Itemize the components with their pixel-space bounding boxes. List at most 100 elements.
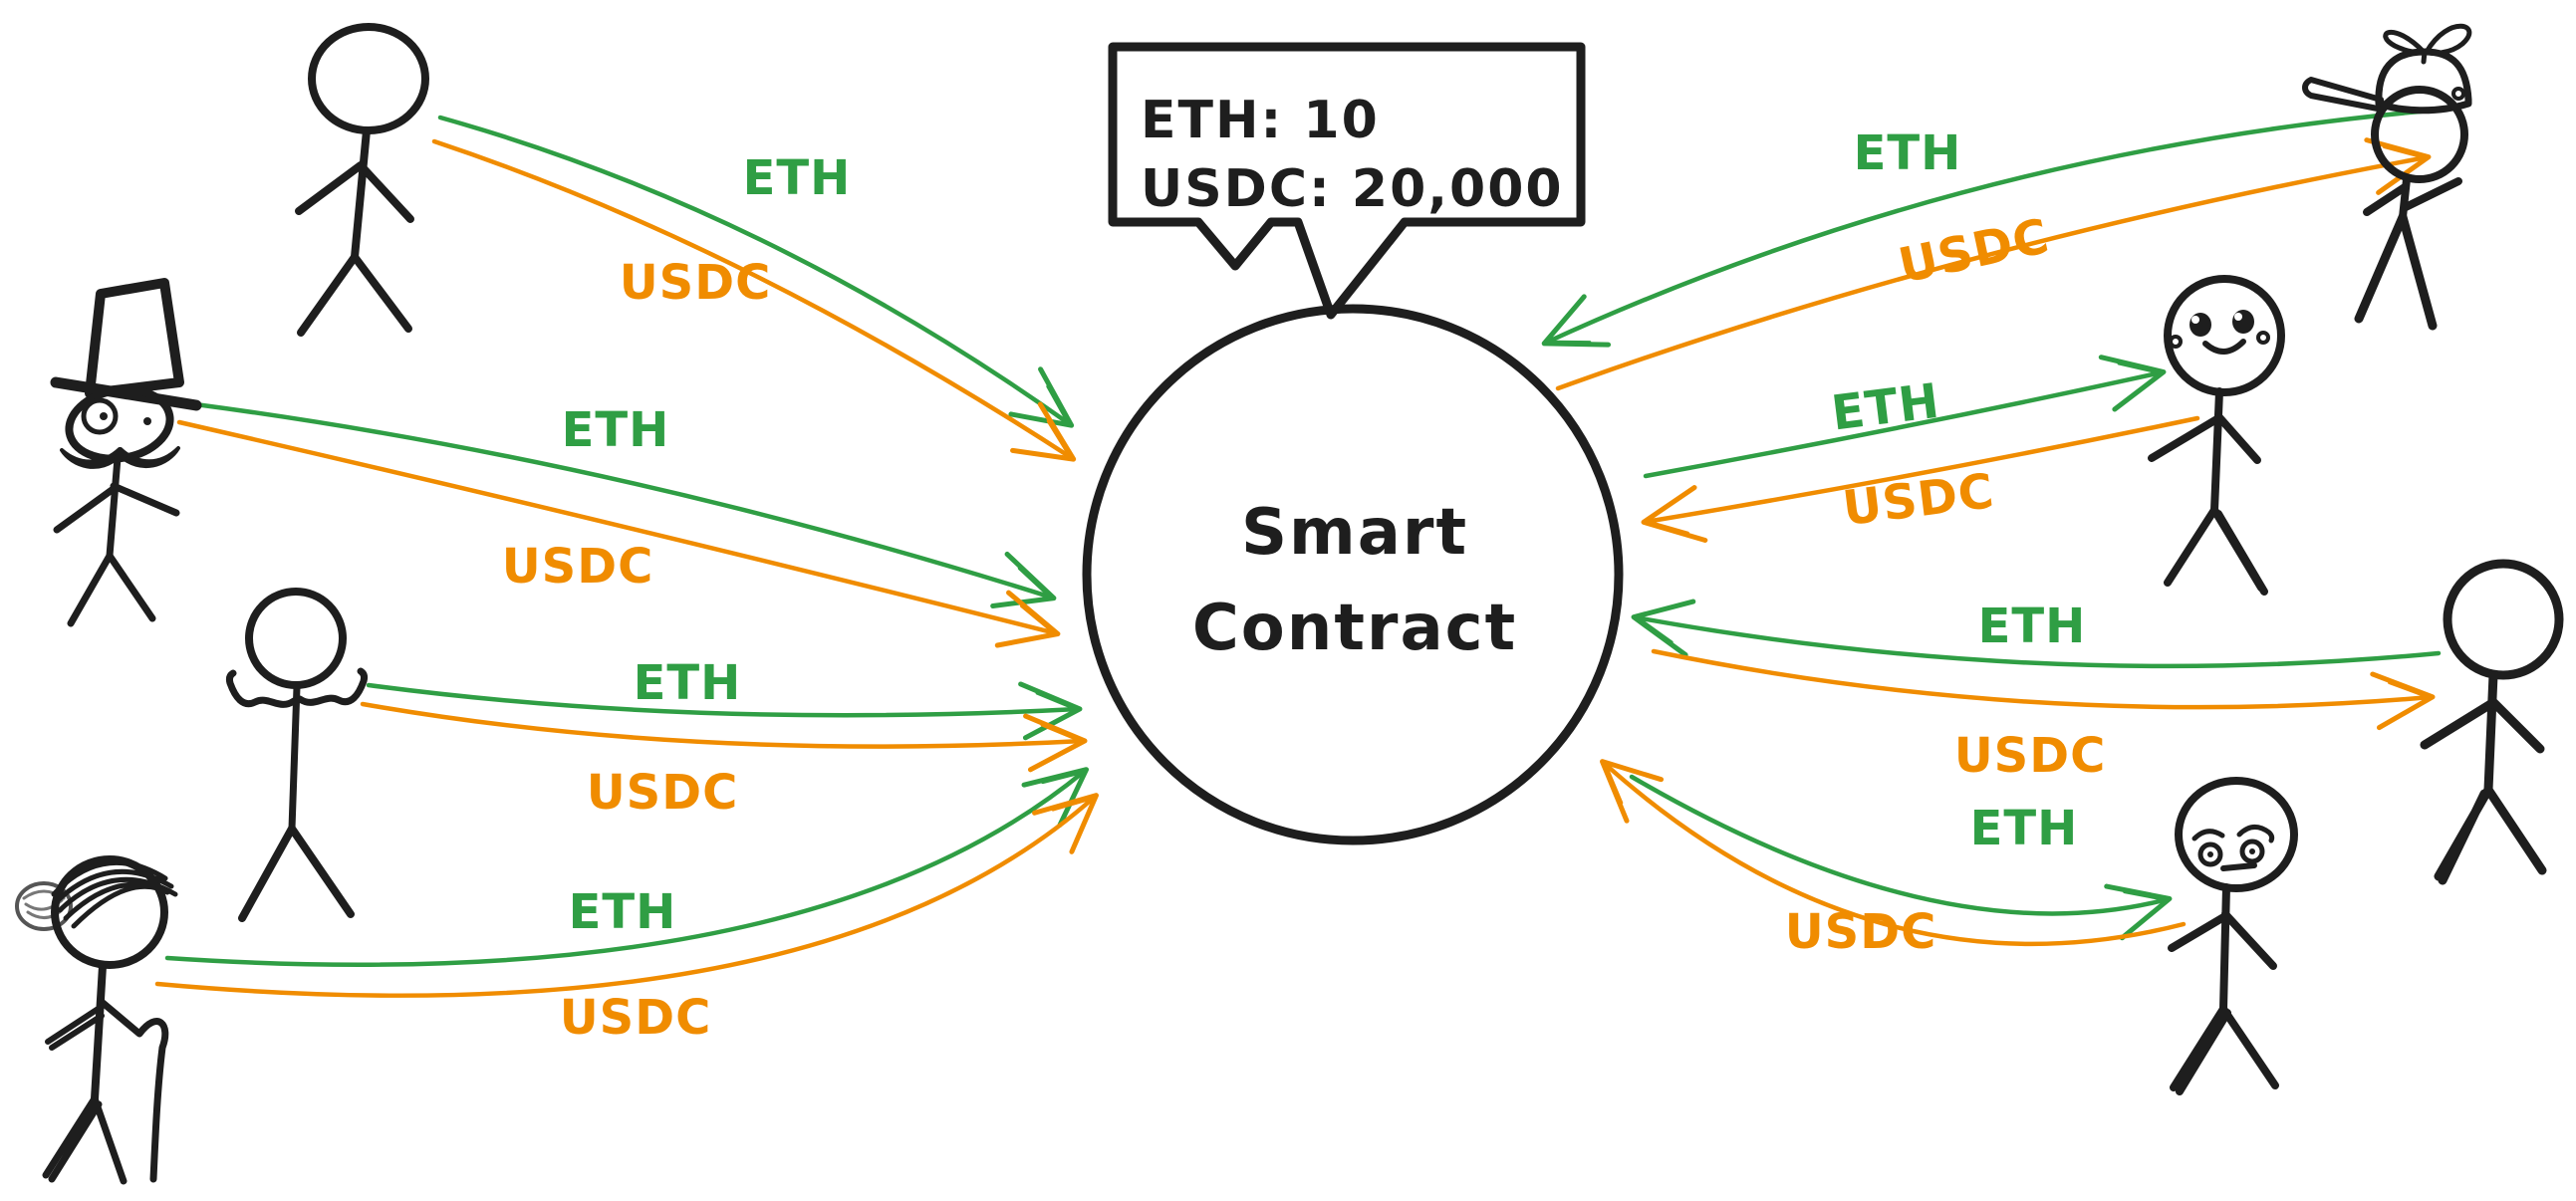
hair-strands	[51, 859, 178, 929]
eth-flow-label: ETH	[562, 402, 670, 458]
torso	[2483, 670, 2498, 795]
usdc-arrow-contract-to-plain-right	[1651, 648, 2436, 731]
usdc-flow-label: USDC	[620, 255, 772, 311]
eth-arrow-contract-to-smiley	[1643, 355, 2167, 479]
right-pupil	[2249, 848, 2255, 854]
eth-arrow-plain-right-to-contract	[1631, 599, 2442, 669]
right-shrug-arm	[296, 667, 369, 706]
callout-eth-balance: ETH: 10	[1141, 91, 1380, 150]
left-pupil	[2207, 851, 2213, 857]
right-eye-highlight	[2234, 313, 2242, 321]
usdc-flow-label: USDC	[1840, 463, 1997, 537]
eth-arrow-shrugging-to-contract	[366, 681, 1083, 741]
torso	[2210, 387, 2223, 514]
eth-arrow-contract-to-worried	[1629, 774, 2173, 941]
arms	[2168, 910, 2277, 970]
stick-figure-top-hat	[50, 278, 202, 627]
usdc-arrow-top-hat-to-contract	[176, 419, 1061, 648]
stick-figure-hair-bun	[15, 855, 178, 1185]
arms	[2420, 696, 2545, 754]
arms	[2148, 412, 2261, 464]
left-eye	[100, 412, 108, 420]
head	[2175, 777, 2298, 892]
usdc-arrow-hair-bun-to-contract	[154, 793, 1099, 998]
propeller-cap-dome	[2375, 48, 2472, 115]
usdc-arrow-plain-top-left-to-contract	[431, 138, 1077, 462]
right-cheek-dot	[2256, 331, 2270, 345]
smart-contract-label-line2: Contract	[1192, 592, 1517, 665]
torso	[91, 962, 107, 1102]
right-eye	[2239, 839, 2265, 864]
torso	[2219, 883, 2230, 1013]
eth-arrow-top-hat-to-contract	[192, 401, 1057, 608]
balance-callout: ETH: 10 USDC: 20,000	[1108, 42, 1586, 320]
arms	[295, 161, 414, 223]
left-eye-highlight	[2191, 316, 2199, 324]
usdc-flow-label: USDC	[1785, 904, 1937, 960]
stick-figure-shrugging	[225, 588, 369, 922]
cap-button	[2451, 87, 2465, 101]
stick-figure-plain-right	[2420, 559, 2564, 885]
head	[2371, 86, 2468, 183]
head	[2164, 275, 2285, 396]
legs	[238, 825, 355, 922]
left-eye	[2190, 313, 2211, 337]
torso	[106, 454, 122, 560]
eth-flow-label: ETH	[743, 150, 852, 206]
legs	[2170, 1005, 2279, 1095]
torso	[288, 683, 301, 833]
stick-figure-smiley	[2148, 275, 2285, 596]
flows-right: ETH USDC ETH USDC ETH USDC ETH USDC	[1541, 107, 2446, 960]
legs	[297, 253, 412, 337]
flows-left: ETH USDC ETH USDC ETH USDC ETH USDC	[154, 115, 1099, 1046]
left-eye	[2197, 841, 2223, 867]
propeller-cap-brim	[2302, 77, 2386, 113]
usdc-flow-label: USDC	[587, 765, 739, 821]
torso	[351, 126, 371, 261]
eth-arrow-propeller-cap-to-contract	[1541, 107, 2446, 348]
legs	[42, 1094, 128, 1185]
legs	[67, 552, 156, 627]
arms	[2363, 177, 2462, 216]
stick-figure-propeller-cap	[2302, 23, 2472, 331]
usdc-flow-label: USDC	[1894, 208, 2054, 295]
eth-arrow-hair-bun-to-contract	[164, 767, 1090, 967]
flat-mouth	[2220, 862, 2257, 871]
usdc-flow-label: USDC	[1954, 728, 2107, 784]
usdc-arrow-smiley-to-contract	[1641, 415, 2200, 543]
eth-flow-label: ETH	[569, 884, 677, 940]
head	[2443, 559, 2564, 680]
callout-usdc-balance: USDC: 20,000	[1141, 159, 1564, 219]
worried-eyebrows	[2191, 825, 2275, 843]
head	[51, 855, 168, 969]
smart-contract-node: Smart Contract	[1082, 304, 1624, 845]
left-arm	[45, 1005, 105, 1051]
smart-contract-label-line1: Smart	[1241, 496, 1468, 570]
usdc-arrow-shrugging-to-contract	[360, 701, 1088, 773]
arms	[53, 482, 180, 534]
smiley-face	[2169, 310, 2270, 355]
eth-flow-label: ETH	[1978, 599, 2087, 654]
worried-face	[2191, 825, 2275, 871]
stick-figure-worried	[2168, 777, 2298, 1095]
smile	[2202, 339, 2246, 355]
eth-flow-label: ETH	[1970, 801, 2079, 856]
legs	[2164, 506, 2268, 596]
eth-flow-label: ETH	[1854, 125, 1962, 181]
legs	[2354, 212, 2438, 331]
right-arm-with-cane	[98, 998, 169, 1183]
usdc-arrow-worried-to-contract	[1600, 759, 2187, 947]
legs	[2434, 785, 2547, 885]
top-hat	[85, 278, 184, 398]
head	[308, 23, 429, 134]
right-eye	[143, 417, 151, 425]
eth-arrow-plain-top-left-to-contract	[437, 115, 1075, 428]
left-shrug-arm	[225, 669, 298, 708]
eth-flow-label: ETH	[1829, 373, 1943, 442]
smart-contract-circle	[1082, 304, 1624, 845]
callout-bubble	[1108, 42, 1586, 320]
head	[245, 588, 347, 689]
usdc-flow-label: USDC	[502, 539, 654, 595]
